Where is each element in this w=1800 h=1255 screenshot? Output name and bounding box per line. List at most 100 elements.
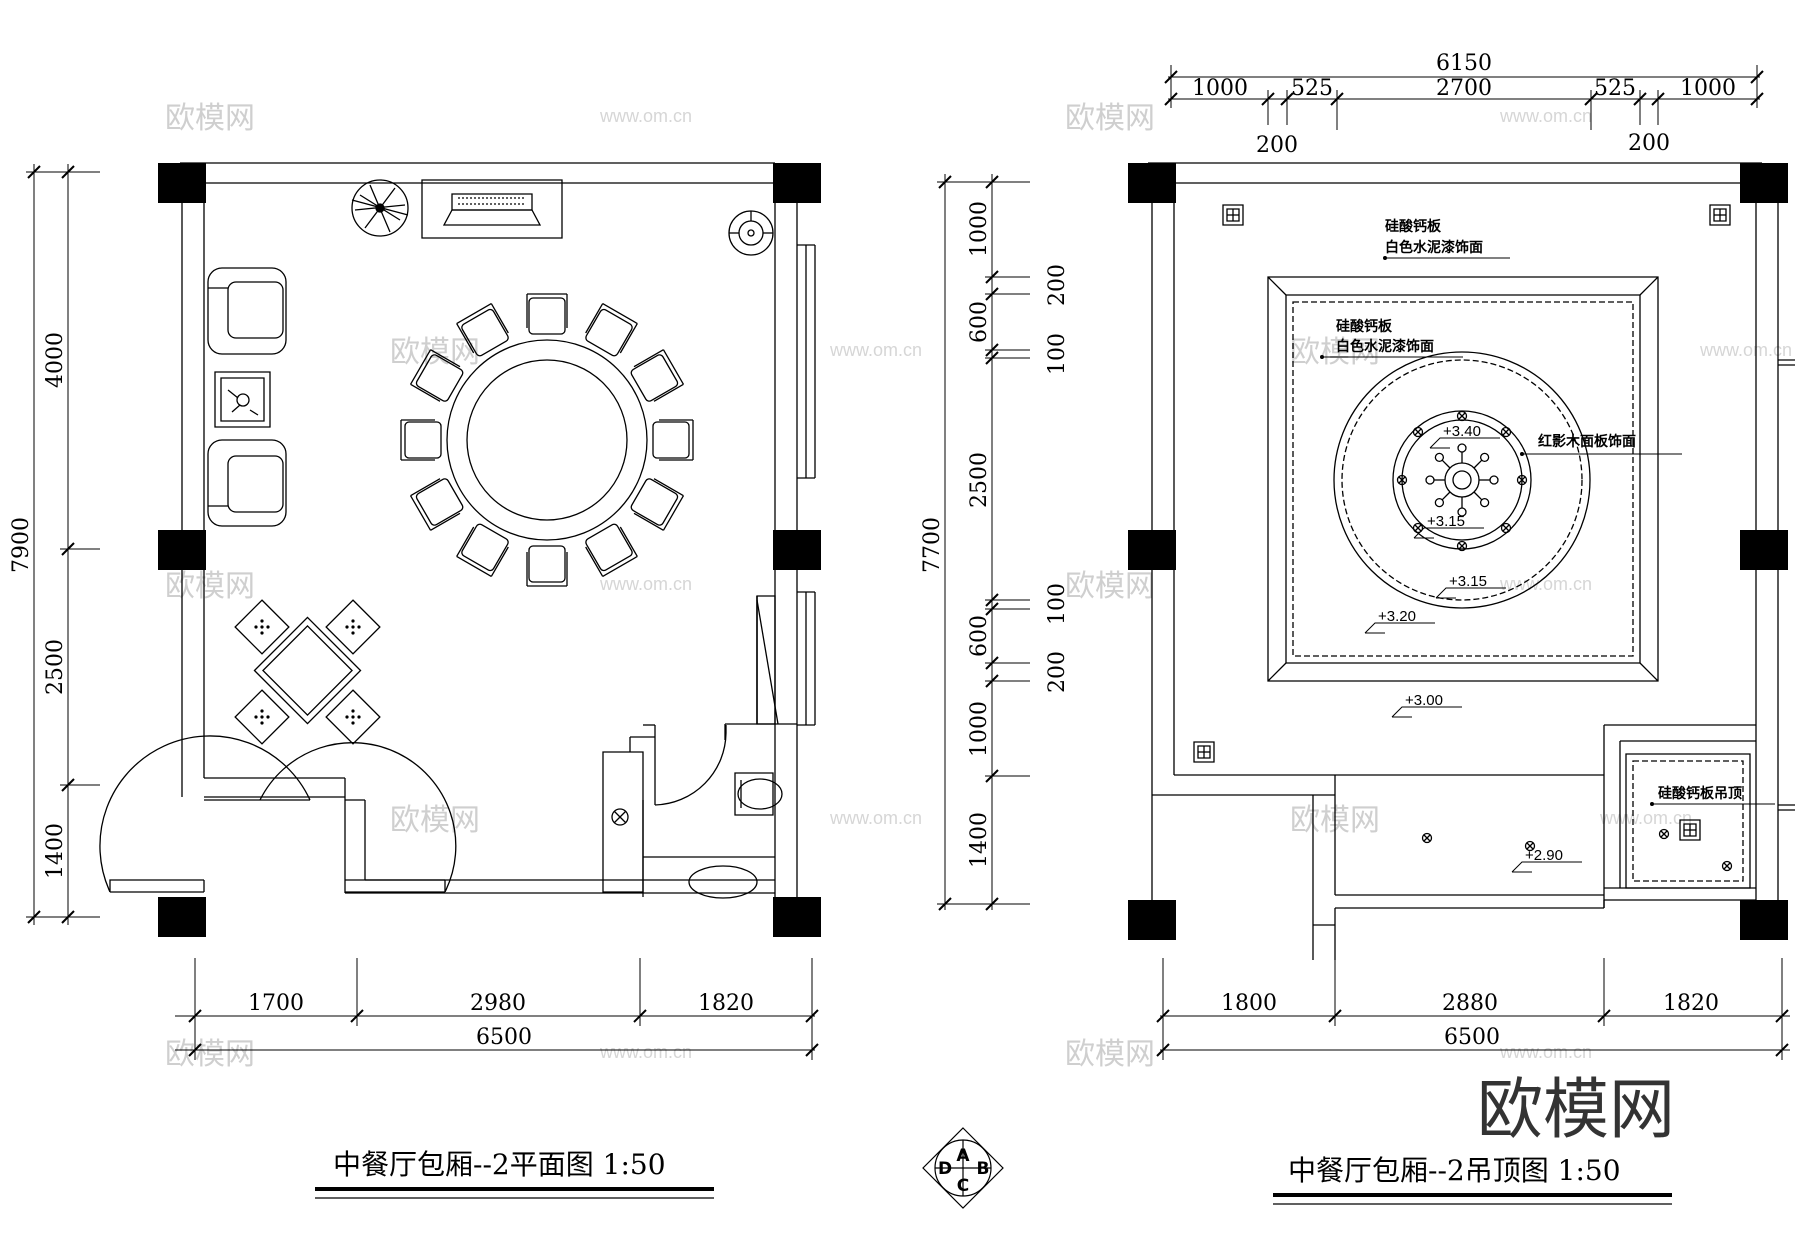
- downlight-icon: [1723, 862, 1732, 871]
- watermark: 欧模网 www.om.cn: [1290, 335, 1792, 370]
- dim-text: 4000: [43, 332, 68, 388]
- tv-cabinet: [422, 180, 562, 238]
- label-inner-panel: 硅酸钙板 白色水泥漆饰面: [1320, 318, 1463, 359]
- dim-text: 1400: [967, 812, 992, 868]
- dim-text-total: 6150: [1436, 51, 1492, 76]
- dining-chair: [457, 522, 512, 577]
- dim-text: 1000: [967, 201, 992, 257]
- dim-text: 1800: [1221, 991, 1277, 1016]
- watermark-url: www.om.cn: [599, 1042, 692, 1062]
- downlight-icon: [1414, 428, 1423, 437]
- dining-chair: [629, 350, 684, 405]
- ceiling-title-block: 中餐厅包厢--2吊顶图 1:50: [1273, 1154, 1672, 1204]
- dim-text: 1700: [248, 991, 304, 1016]
- level-marker: +3.40: [1430, 423, 1500, 448]
- compass-letter: A: [956, 1146, 970, 1166]
- level-marker: +3.15: [1436, 573, 1506, 598]
- downlight-icon: [1458, 542, 1467, 551]
- watermark: 欧模网 www.om.cn: [1065, 101, 1592, 136]
- dim-text-total: 7700: [920, 517, 945, 573]
- circular-ceiling-feature: [1334, 352, 1590, 608]
- potted-plant-icon: [352, 180, 408, 236]
- round-dining-table: [447, 340, 647, 540]
- label-outer-panel: 硅酸钙板 白色水泥漆饰面: [1383, 218, 1510, 260]
- grille-light-icon: [1223, 205, 1243, 225]
- dining-chair: [527, 294, 567, 334]
- level-text: +3.20: [1378, 608, 1416, 625]
- label-small-ceiling: 硅酸钙板吊顶: [1650, 785, 1775, 806]
- watermark-url: www.om.cn: [829, 340, 922, 360]
- watermark-logo: 欧模网: [390, 803, 480, 838]
- watermark-logo: 欧模网: [1065, 101, 1155, 136]
- dim-text-total: 6500: [476, 1025, 532, 1050]
- dim-text: 600: [967, 615, 992, 657]
- entrance-door: [100, 736, 456, 892]
- card-table-chairs: [235, 600, 380, 744]
- downlight-icon: [1458, 412, 1467, 421]
- watermark-url: www.om.cn: [1699, 340, 1792, 360]
- dim-text: 1000: [1680, 76, 1736, 101]
- downlight-icon: [1502, 524, 1511, 533]
- dim-text: 600: [967, 301, 992, 343]
- level-text: +3.15: [1449, 573, 1487, 590]
- dining-chair: [583, 304, 638, 359]
- level-marker: +3.15: [1414, 513, 1484, 538]
- dim-text: 2700: [1436, 76, 1492, 101]
- ceiling-dim-bottom-text: 1800 2880 1820 6500: [1221, 991, 1719, 1050]
- ceiling-dim-left-text: 1000 600 2500 600 1000 1400 200 100 100 …: [920, 201, 1070, 868]
- compass-letter: B: [977, 1159, 990, 1179]
- ceiling-dim-bottom: [1157, 958, 1790, 1060]
- label-text: 白色水泥漆饰面: [1336, 338, 1434, 355]
- dim-text: 1000: [967, 701, 992, 757]
- watermark-logo: 欧模网: [1065, 1037, 1155, 1072]
- level-text: +3.40: [1443, 423, 1481, 440]
- grille-lights: [1194, 205, 1730, 840]
- watermark-url: www.om.cn: [1499, 106, 1592, 126]
- dim-text: 1820: [1663, 991, 1719, 1016]
- dining-chair: [527, 546, 567, 586]
- dim-text: 100: [1045, 333, 1070, 375]
- dim-text: 2500: [43, 639, 68, 695]
- plan-title: 中餐厅包厢--2平面图 1:50: [333, 1148, 666, 1181]
- watermark-url: www.om.cn: [1499, 574, 1592, 594]
- ceiling-columns: [1128, 163, 1788, 940]
- dim-text: 2500: [967, 452, 992, 508]
- dim-text: 1400: [43, 823, 68, 879]
- square-card-table: [235, 600, 380, 744]
- ceiling-dim-top: [1165, 65, 1763, 130]
- label-text: 硅酸钙板: [1385, 218, 1442, 235]
- downlight-icon: [1398, 476, 1407, 485]
- label-text: 硅酸钙板吊顶: [1658, 785, 1742, 802]
- elevation-index-symbol: A B C D: [923, 1128, 1003, 1208]
- ceiling-dim-left: [937, 174, 1030, 910]
- plan-walls: [180, 163, 815, 897]
- grille-light-icon: [1710, 205, 1730, 225]
- downlight-icon: [1414, 524, 1423, 533]
- label-text: 白色水泥漆饰面: [1385, 239, 1483, 256]
- compass-letter: C: [957, 1176, 969, 1196]
- dining-chair: [653, 420, 693, 460]
- dining-chair: [401, 420, 441, 460]
- downlight-icon: [1423, 834, 1432, 843]
- watermark-url: www.om.cn: [1599, 808, 1692, 828]
- chandelier-icon: [1426, 444, 1498, 516]
- ceiling-title: 中餐厅包厢--2吊顶图 1:50: [1288, 1154, 1621, 1187]
- watermark-logo: 欧模网: [1290, 335, 1380, 370]
- ceiling-plan: +3.40 +3.15 +3.15 +3.20 +3.00 +2.90 硅酸钙板…: [920, 51, 1795, 1204]
- dining-chair: [629, 476, 684, 531]
- level-marker: +3.00: [1392, 692, 1462, 717]
- dim-text: 200: [1045, 651, 1070, 693]
- downlights: [1398, 412, 1732, 871]
- level-markers: +3.40 +3.15 +3.15 +3.20 +3.00 +2.90: [1365, 423, 1582, 872]
- plan-dim-bottom-text: 1700 2980 1820 6500: [248, 991, 754, 1050]
- dining-chair: [457, 304, 512, 359]
- ceiling-tray: [1268, 277, 1658, 681]
- compass-letter: D: [938, 1159, 952, 1179]
- watermark-logo: 欧模网: [165, 569, 255, 604]
